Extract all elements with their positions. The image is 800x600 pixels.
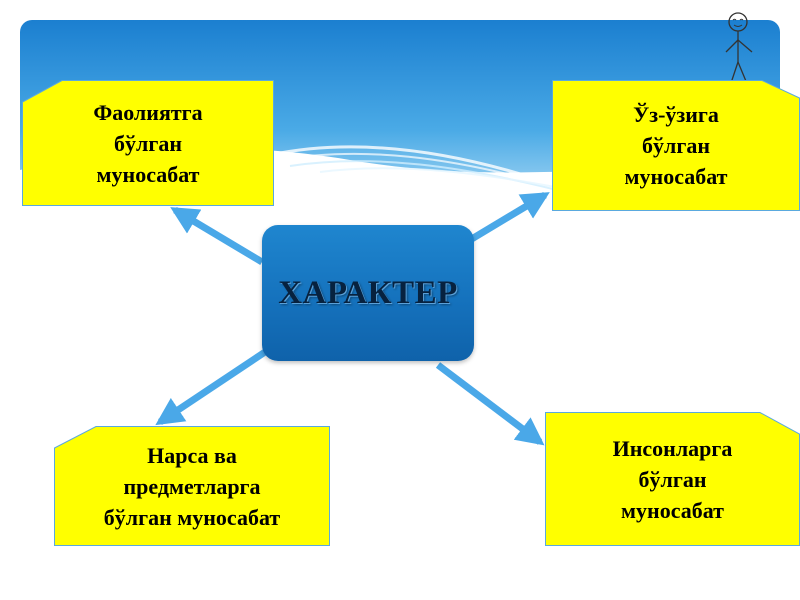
node-line: бўлган — [641, 133, 710, 158]
node-line: предметларга — [123, 473, 261, 499]
node-line: муносабат — [621, 497, 724, 523]
node-line: Нарса ва — [147, 442, 237, 468]
node-line: бўлган — [113, 130, 182, 156]
node-top-right: Ўз-ўзига бўлган муносабат — [552, 80, 800, 211]
arrow-to-bottom-left — [155, 349, 267, 426]
node-line: муносабат — [96, 161, 200, 187]
arrow-to-top-right — [468, 191, 550, 244]
node-line: бўлган — [638, 466, 707, 492]
node-line: муносабат — [624, 164, 728, 189]
node-line: Ўз-ўзига — [633, 102, 719, 127]
arrow-to-top-left — [170, 206, 264, 266]
center-label: ХАРАКТЕР — [278, 274, 458, 311]
node-bottom-right: Инсонларга бўлган муносабат — [545, 412, 800, 546]
node-line: бўлган муносабат — [103, 504, 281, 530]
center-node: ХАРАКТЕР — [262, 225, 474, 361]
node-line: Фаолиятга — [93, 99, 203, 125]
node-bottom-left: Нарса ва предметларга бўлган муносабат — [54, 426, 330, 546]
node-top-left: Фаолиятга бўлган муносабат — [22, 80, 274, 206]
node-line: Инсонларга — [612, 435, 733, 461]
arrow-to-bottom-right — [435, 362, 545, 446]
